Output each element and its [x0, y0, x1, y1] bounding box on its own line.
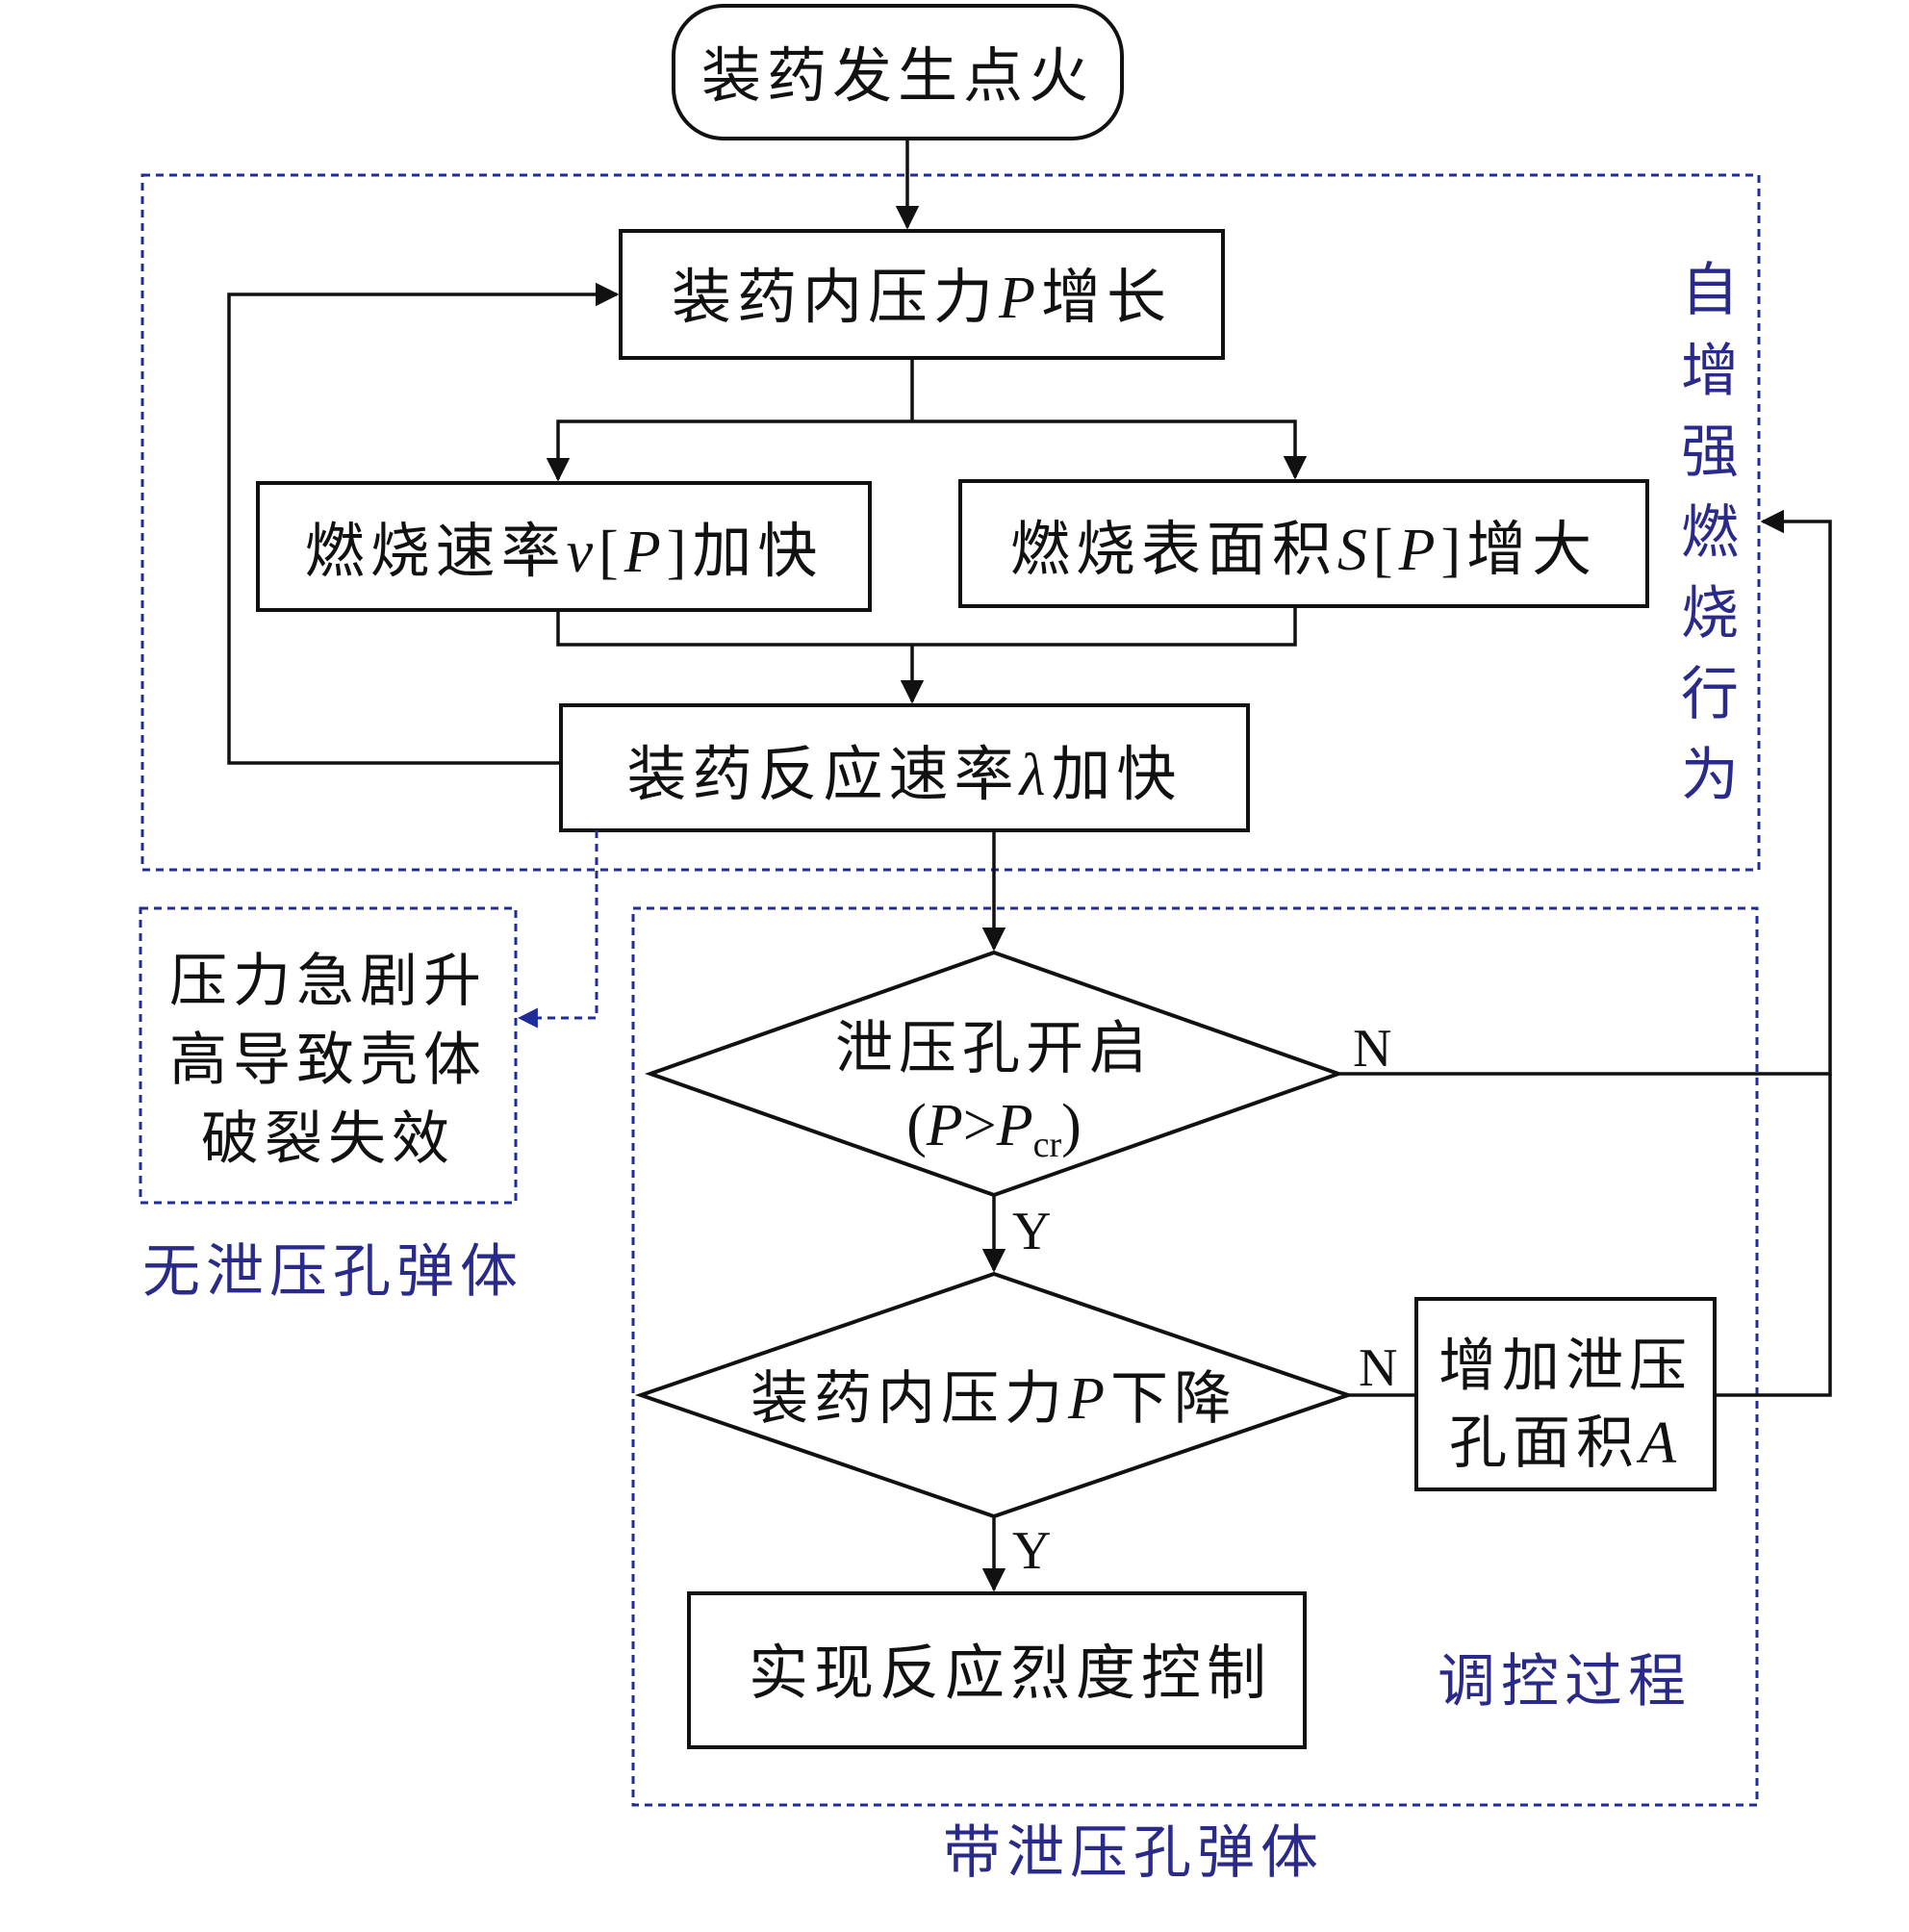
vent-open-label-line1: 泄压孔开启: [835, 1015, 1153, 1082]
self-enhance-char: 行: [1681, 661, 1744, 728]
increase-area-label-line2: 孔面积A: [1449, 1410, 1682, 1477]
control-box: [687, 1591, 1307, 1749]
no-vent-region: [139, 906, 518, 1205]
edge-reaction-to-rupture: [517, 830, 598, 1029]
increase-area-label-line1: 增加泄压: [1438, 1333, 1693, 1400]
edge-join: [556, 606, 1297, 647]
no-vent-label: 无泄压孔弹体: [142, 1238, 523, 1306]
regulation-label: 调控过程: [1438, 1648, 1692, 1716]
rupture-label-line1: 压力急剧升: [169, 948, 487, 1015]
start-node: [672, 4, 1124, 140]
self-enhance-char: 烧: [1681, 580, 1744, 648]
self-enhance-char: 燃: [1681, 499, 1744, 567]
control-label: 实现反应烈度控制: [749, 1638, 1272, 1708]
rupture-label-line3: 破裂失效: [201, 1106, 455, 1173]
edge-feedback-loop: [227, 282, 620, 765]
self-enhance-char: 自: [1681, 257, 1744, 324]
edge-split-to-burn-area: [912, 419, 1308, 480]
drop-no-label: N: [1359, 1338, 1397, 1398]
edge-vent-no: [1338, 509, 1832, 1076]
burn-rate-box: [256, 481, 872, 612]
edge-increase-area-return: [1715, 1074, 1832, 1397]
reaction-rate-label: 装药反应速率λ加快: [627, 739, 1183, 809]
vent-open-label-line2: (P>Pcr): [906, 1093, 1082, 1165]
vent-yes-label: Y: [1012, 1202, 1051, 1261]
drop-yes-label: Y: [1012, 1521, 1051, 1581]
self-enhance-char: 增: [1681, 338, 1744, 405]
start-node-label: 装药发生点火: [701, 40, 1094, 111]
self-enhance-label: 自增强燃烧行为: [1681, 257, 1744, 809]
reaction-rate-box: [559, 703, 1250, 832]
pressure-rise-label: 装药内压力P增长: [672, 262, 1172, 332]
pressure-drop-label: 装药内压力P下降: [751, 1365, 1237, 1433]
edge-split-to-burn-rate: [546, 419, 912, 482]
self-enhance-region: [140, 173, 1761, 872]
increase-area-box: [1414, 1297, 1717, 1491]
pressure-rise-box: [619, 229, 1225, 360]
burn-area-box: [958, 479, 1649, 608]
burn-area-label: 燃烧表面积S[P]增大: [1010, 514, 1597, 584]
with-vent-label: 带泄压孔弹体: [943, 1819, 1324, 1887]
vent-no-label: N: [1353, 1019, 1391, 1079]
self-enhance-char: 为: [1681, 742, 1744, 809]
burn-rate-label: 燃烧速率v[P]加快: [305, 516, 824, 586]
self-enhance-char: 强: [1681, 419, 1744, 486]
rupture-label-line2: 高导致壳体: [169, 1027, 487, 1094]
